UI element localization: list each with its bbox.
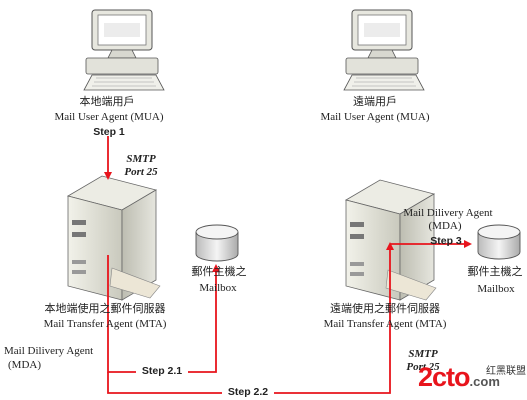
local-computer-icon [83,9,165,91]
local-user-name: 本地端用戶 [79,96,135,108]
remote-server-icon [344,179,437,301]
step3-label: Step 3 [430,235,462,247]
watermark-logo: 2cto.com 红黑联盟 [418,362,526,398]
local-server-name: 本地端使用之郵件伺服器 [44,303,166,315]
local-mailbox-label: Mailbox [199,282,237,294]
remote-server-name: 遠端使用之郵件伺服器 [330,303,440,315]
local-user-agent: Mail User Agent (MUA) [54,111,164,123]
remote-mailbox-icon [477,224,521,260]
local-mda-line1: Mail Dilivery Agent [4,345,94,357]
remote-mailbox-label: Mailbox [477,283,515,295]
local-server-agent: Mail Transfer Agent (MTA) [43,318,167,330]
smtp-left-line2: Port 25 [124,166,158,178]
smtp-right-line1: SMTP [408,348,438,360]
watermark-suffix: .com [469,374,500,389]
remote-mda-line2: (MDA) [428,220,462,232]
watermark-cn: 红黑联盟 [486,366,526,377]
remote-mailbox-name: 郵件主機之 [467,266,523,278]
smtp-right-line2: Port 25 [406,361,440,373]
remote-user-agent: Mail User Agent (MUA) [320,111,430,123]
remote-computer-icon [343,9,425,91]
step2-2-label: Step 2.2 [222,386,274,399]
step1-label: Step 1 [93,126,125,138]
local-mailbox-name: 郵件主機之 [191,266,247,278]
remote-mda-line1: Mail Dilivery Agent [403,207,493,219]
local-server-icon [66,175,161,301]
remote-user-name: 遠端用戶 [353,96,397,108]
remote-server-agent: Mail Transfer Agent (MTA) [323,318,447,330]
step2-1-label: Step 2.1 [136,365,188,378]
local-mailbox-icon [195,224,239,262]
local-mda-line2: (MDA) [8,359,41,371]
watermark-brand: 2cto [418,362,471,392]
smtp-left-line1: SMTP [126,153,156,165]
